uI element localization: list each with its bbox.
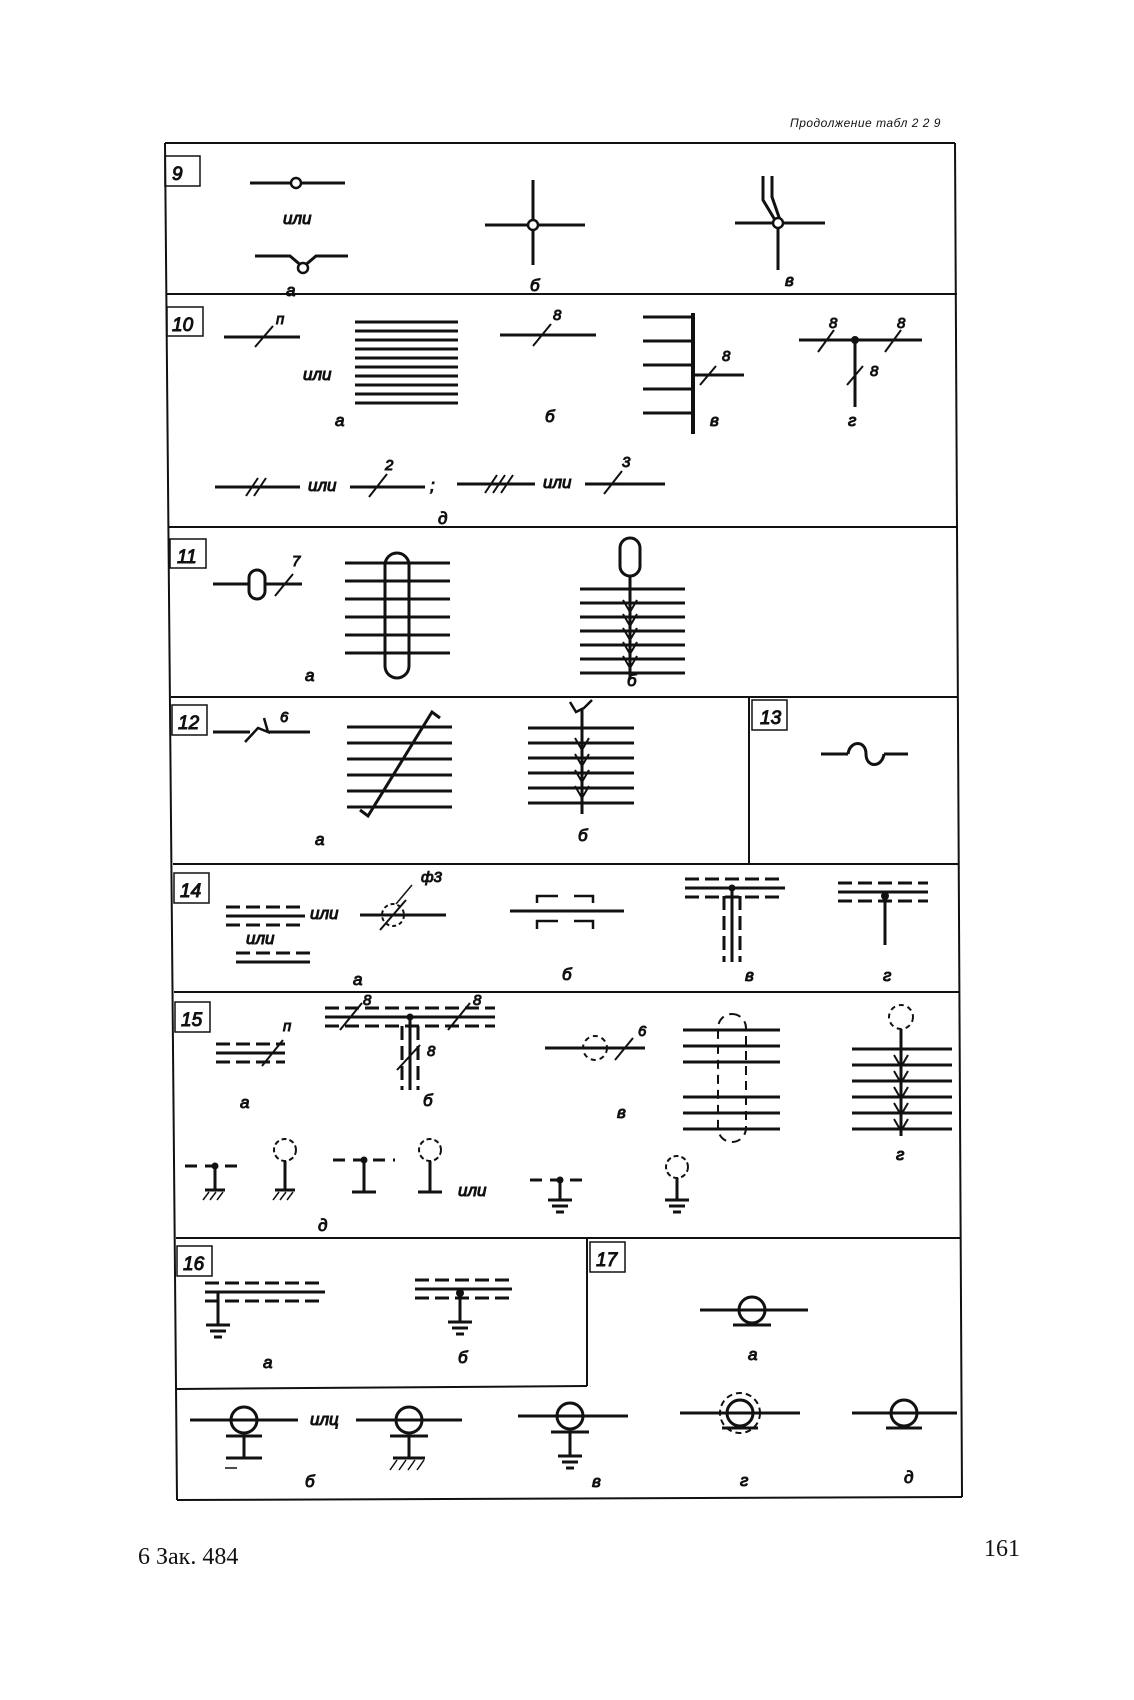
row-12-label-b: б: [578, 826, 589, 845]
row-15-count-6: 6: [638, 1023, 647, 1040]
row-10-or-word: или: [303, 365, 332, 384]
row-15-label-g: г: [896, 1145, 904, 1164]
row-10-d-or-word-2: или: [543, 473, 572, 492]
row-9-or-word: или: [283, 209, 312, 228]
row-15-count-8-3: 8: [427, 1043, 436, 1060]
row-15-or-word: или: [458, 1181, 487, 1200]
row-14-label-v: в: [745, 966, 754, 985]
row-11-symbols: [213, 536, 685, 680]
row-11-label-b: б: [627, 671, 638, 690]
row-10-label-b: б: [545, 407, 556, 426]
row-17-symbols: [190, 1295, 957, 1471]
row-10-g-count-3: 8: [870, 363, 879, 380]
row-number-9: 9: [172, 164, 183, 185]
row-10-d-or-word-1: или: [308, 476, 337, 495]
row-9-label-b: б: [530, 276, 541, 295]
row-10-label-v: в: [710, 411, 719, 430]
row-number-14: 14: [180, 881, 201, 902]
row-9-label-v: в: [785, 271, 794, 290]
row-17-label-b: б: [305, 1472, 316, 1491]
row-9-label-a: а: [286, 281, 295, 300]
row-17-label-a: а: [748, 1345, 757, 1364]
row-12-symbols: [213, 699, 908, 819]
row-16-symbols: [205, 1278, 512, 1339]
row-10-g-count-1: 8: [829, 315, 838, 332]
row-12-count-6: 6: [280, 709, 289, 726]
row-11-label-a: а: [305, 666, 314, 685]
table-continuation-header: Продолжение табл 2 2 9: [790, 116, 941, 130]
row-10-b-count: 8: [553, 307, 562, 324]
row-15-n-mark: п: [283, 1018, 291, 1035]
row-number-10: 10: [172, 315, 194, 336]
row-14-diameter: ф3: [421, 869, 443, 886]
row-15-label-d: д: [318, 1216, 327, 1235]
row-14-symbols: [226, 877, 928, 964]
row-11-count-7: 7: [292, 553, 301, 570]
row-17-label-v: в: [592, 1472, 601, 1491]
row-number-16: 16: [183, 1254, 205, 1275]
row-15-label-b: б: [423, 1091, 434, 1110]
row-number-13: 13: [760, 708, 782, 729]
row-number-11: 11: [177, 547, 197, 568]
row-9-symbols: [250, 176, 825, 275]
table-frame: [164, 142, 963, 1501]
row-14-label-g: г: [883, 966, 891, 985]
row-number-17: 17: [596, 1250, 619, 1271]
row-17-or-word: илц: [310, 1410, 339, 1429]
row-10-g-count-2: 8: [897, 315, 906, 332]
row-10-d-semicolon: ;: [430, 476, 435, 495]
row-14-or-word-1: или: [310, 904, 339, 923]
row-16-label-a: а: [263, 1353, 272, 1372]
page-number: 161: [984, 1536, 1020, 1562]
row-10-symbols: [215, 313, 922, 498]
row-15-count-8-2: 8: [473, 992, 482, 1009]
row-17-label-g: г: [740, 1471, 748, 1490]
row-10-label-g: г: [848, 411, 856, 430]
row-10-d-count-2: 2: [384, 457, 394, 474]
row-15-label-v: в: [617, 1103, 626, 1122]
row-10-label-d: д: [438, 509, 447, 528]
row-12-label-a: а: [315, 830, 324, 849]
row-15-label-a: а: [240, 1093, 249, 1112]
row-number-15: 15: [181, 1010, 203, 1031]
row-16-label-b: б: [458, 1348, 469, 1367]
row-17-label-d: д: [904, 1468, 913, 1487]
footer-order-number: 6 Зак. 484: [138, 1544, 239, 1570]
row-number-boxes: [164, 155, 788, 1277]
row-10-d-count-3: 3: [622, 454, 631, 471]
row-14-or-word-2: или: [246, 929, 275, 948]
row-10-n-mark: п: [276, 311, 284, 328]
row-14-label-a: а: [353, 970, 362, 989]
row-number-12: 12: [178, 713, 200, 734]
row-14-label-b: б: [562, 965, 573, 984]
row-10-v-count: 8: [722, 348, 731, 365]
row-15-symbols: [185, 1002, 952, 1214]
row-10-label-a: а: [335, 411, 344, 430]
row-15-count-8-1: 8: [363, 992, 372, 1009]
